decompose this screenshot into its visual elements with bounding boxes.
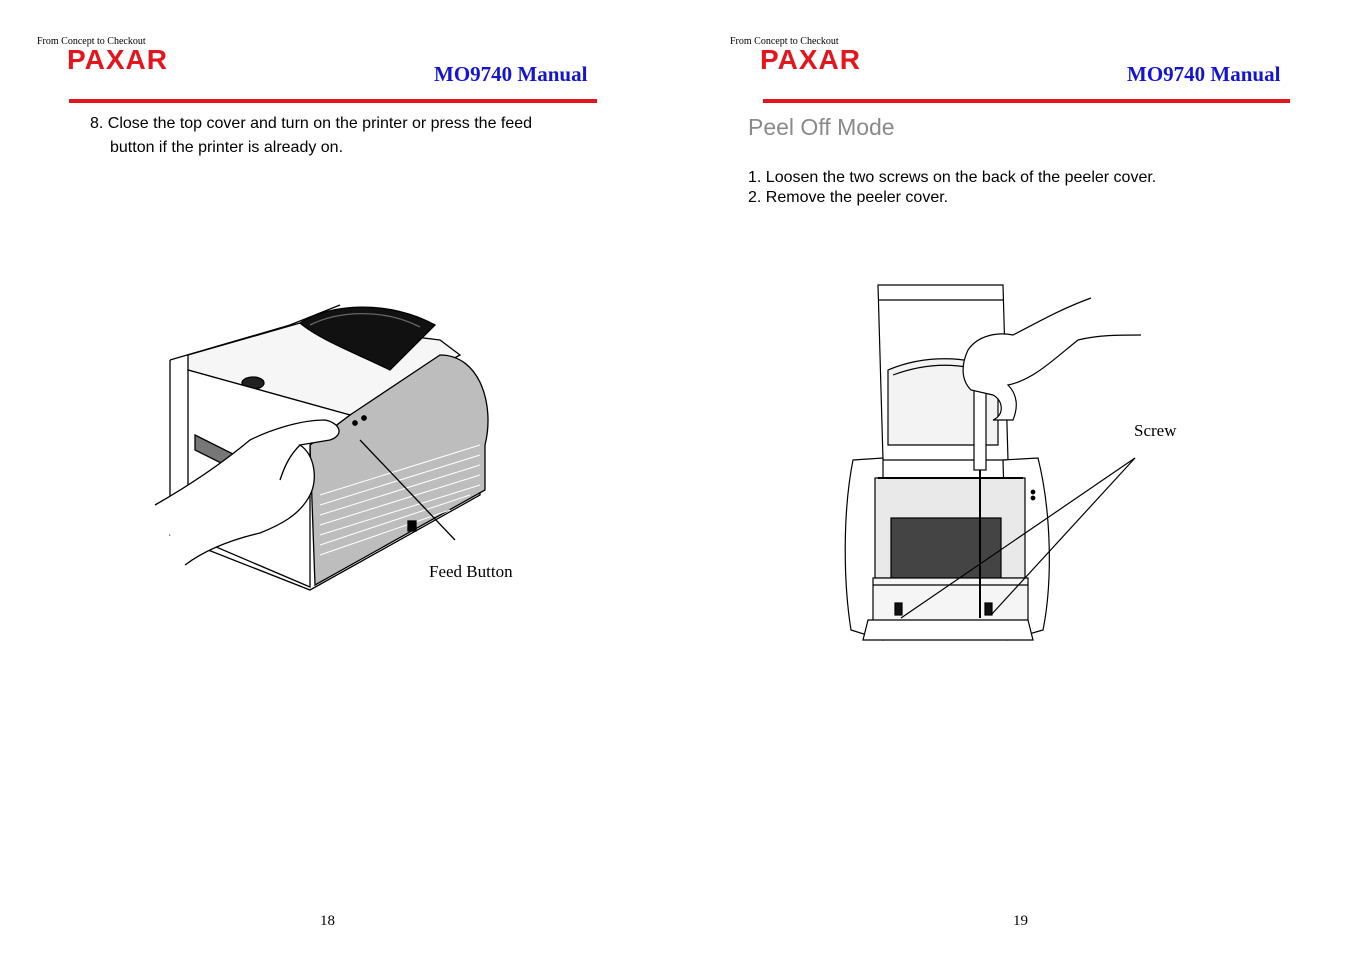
paxar-logo: From Concept to Checkout PAXAR: [37, 36, 197, 76]
header-rule: [69, 99, 597, 103]
step-list: 1. Loosen the two screws on the back of …: [748, 168, 1156, 208]
left-page: From Concept to Checkout PAXAR MO9740 Ma…: [0, 0, 675, 954]
figure-caption-screw: Screw: [1134, 421, 1177, 440]
step-2: 2. Remove the peeler cover.: [748, 189, 949, 206]
page-number: 19: [1013, 913, 1028, 929]
header-title: MO9740 Manual: [434, 62, 588, 86]
step-number: 8.: [90, 115, 104, 132]
right-page: From Concept to Checkout PAXAR MO9740 Ma…: [693, 0, 1351, 954]
step-1: 1. Loosen the two screws on the back of …: [748, 169, 1157, 186]
logo-tagline: From Concept to Checkout: [37, 36, 146, 47]
logo-brand: PAXAR: [760, 44, 861, 75]
header-title: MO9740 Manual: [1127, 62, 1281, 86]
step-text-line1: Close the top cover and turn on the prin…: [107, 115, 533, 132]
step-8: 8. Close the top cover and turn on the p…: [90, 112, 610, 160]
logo-brand: PAXAR: [67, 44, 168, 75]
logo-tagline: From Concept to Checkout: [730, 36, 839, 47]
figure-caption-feed-button: Feed Button: [429, 562, 513, 581]
printer-closed-illustration: [154, 304, 489, 591]
page-number: 18: [320, 913, 335, 929]
section-title: Peel Off Mode: [748, 114, 895, 140]
printer-open-screwdriver-illustration: [844, 284, 1142, 641]
header-rule: [763, 99, 1290, 103]
paxar-logo: From Concept to Checkout PAXAR: [730, 36, 890, 76]
step-text-line2: button if the printer is already on.: [110, 139, 344, 156]
